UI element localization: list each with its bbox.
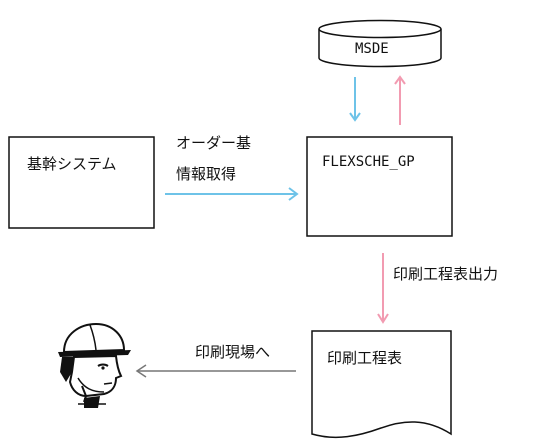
to-print-site-arrow (135, 364, 296, 378)
flexsche-node: FLEXSCHE_GP (306, 136, 453, 237)
order-info-arrow (165, 187, 299, 201)
print-output-arrow (377, 253, 389, 324)
worker-hardhat-icon (58, 322, 131, 408)
to-print-site-label: 印刷現場へ (195, 343, 270, 361)
print-output-label: 印刷工程表出力 (393, 265, 498, 283)
print-schedule-document-node: 印刷工程表 (311, 330, 452, 439)
order-info-label-line1: オーダー基 (176, 134, 251, 152)
msde-database-node: MSDE (318, 19, 442, 68)
msde-down-arrow (349, 77, 361, 122)
print-schedule-label: 印刷工程表 (327, 349, 402, 367)
msde-up-arrow (394, 75, 406, 125)
kikan-system-label: 基幹システム (27, 155, 117, 173)
msde-label: MSDE (355, 41, 389, 57)
order-info-label-line2: 情報取得 (176, 165, 236, 183)
flexsche-label: FLEXSCHE_GP (322, 154, 415, 170)
kikan-system-node: 基幹システム (8, 136, 155, 229)
